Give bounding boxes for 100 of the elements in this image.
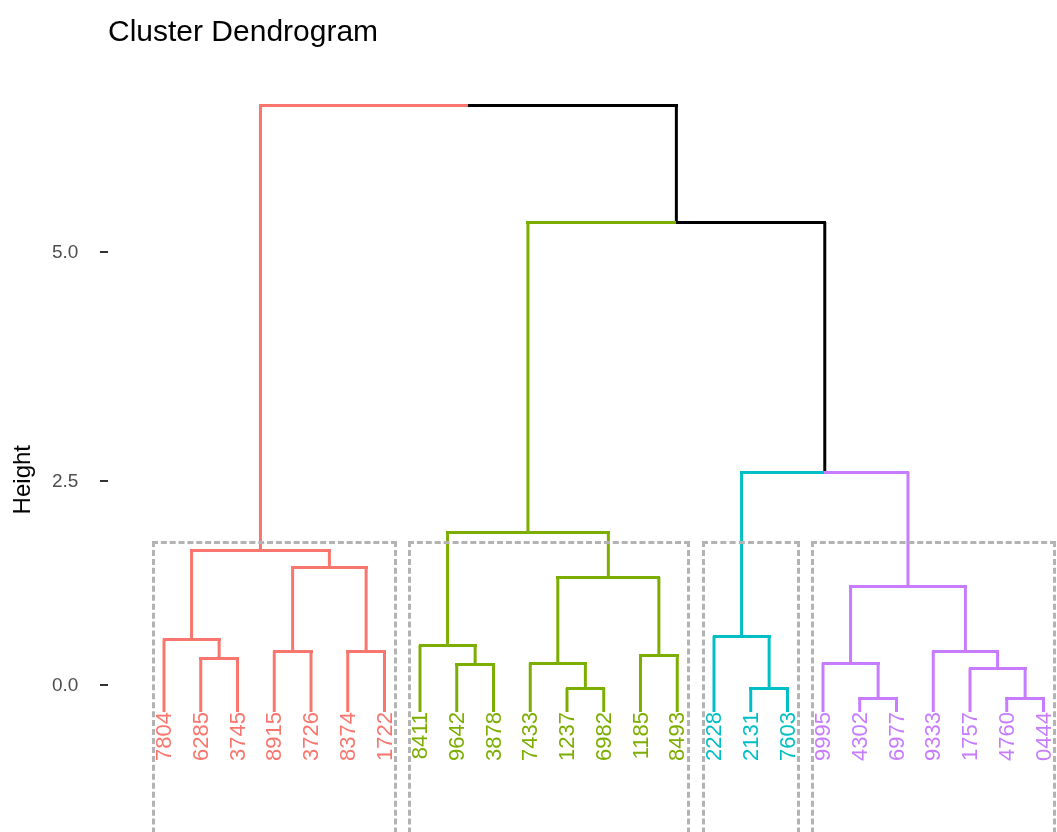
leaf-label: 0444	[1032, 712, 1055, 761]
leaf-label: 3726	[300, 712, 322, 761]
leaf-label: 3878	[482, 712, 505, 761]
merge-bar	[162, 637, 221, 641]
dendrogram-branch	[823, 222, 827, 472]
leaf-label: 6982	[592, 712, 615, 761]
merge-bar	[968, 666, 1027, 670]
dendrogram-branch	[383, 651, 386, 712]
chart-title: Cluster Dendrogram	[108, 14, 379, 48]
merge-bar	[740, 470, 910, 474]
leaf-label: 8411	[409, 712, 431, 760]
axis-title: Height	[8, 445, 36, 515]
merge-bar	[346, 649, 386, 653]
merge-bar	[565, 686, 606, 690]
leaf-label: 7804	[153, 712, 175, 761]
merge-bar	[528, 661, 587, 665]
leaf-label: 9333	[922, 712, 945, 761]
dendrogram-branch	[712, 636, 716, 712]
dendrogram-branch	[258, 105, 262, 550]
merge-bar	[190, 548, 331, 552]
dendrogram-branch	[876, 663, 880, 698]
leaf-label: 6977	[885, 712, 908, 761]
dendrogram-branch	[740, 472, 744, 636]
merge-bar	[199, 656, 239, 660]
dendrogram-branch	[821, 663, 825, 712]
dendrogram-branch	[346, 651, 350, 712]
cluster-box	[702, 541, 800, 832]
dendrogram-branch	[162, 639, 166, 712]
dendrogram-branch	[309, 651, 313, 712]
dendrogram-branch	[565, 688, 569, 712]
dendrogram-branch	[1023, 668, 1027, 698]
merge-bar	[931, 649, 1000, 653]
merge-bar	[821, 661, 880, 665]
dendrogram-branch	[583, 663, 587, 688]
dendrogram-branch	[639, 655, 642, 712]
leaf-label: 7433	[519, 712, 542, 761]
merge-bar	[526, 220, 827, 224]
leaf-label: 8915	[263, 712, 286, 761]
cluster-box	[152, 541, 397, 832]
dendrogram-branch	[418, 645, 422, 712]
merge-bar	[258, 103, 678, 107]
dendrogram-branch	[674, 105, 678, 222]
dendrogram-branch	[767, 636, 771, 688]
dendrogram-branch	[556, 577, 560, 663]
leaf-label: 7603	[776, 712, 799, 761]
dendrogram-branch	[906, 472, 910, 586]
dendrogram-branch	[963, 586, 967, 651]
leaf-label: 1722	[373, 712, 396, 761]
leaf-label: 2131	[739, 712, 762, 761]
dendrogram-branch	[492, 664, 495, 712]
cluster-box	[811, 541, 1056, 832]
dendrogram-branch	[446, 532, 450, 645]
tick-label: 0.0	[52, 674, 79, 696]
merge-bar	[272, 649, 313, 653]
merge-bar	[455, 662, 495, 666]
dendrogram-branch	[675, 655, 679, 712]
dendrogram-branch	[528, 663, 532, 712]
leaf-label: 6285	[189, 712, 212, 761]
tick-label: 5.0	[52, 241, 79, 263]
leaf-label: 1237	[556, 712, 578, 761]
cluster-box	[408, 541, 690, 832]
dendrogram-branch	[272, 651, 276, 712]
dendrogram-branch	[236, 658, 239, 712]
merge-bar	[418, 643, 477, 647]
dendrogram-branch	[849, 586, 853, 663]
leaf-label: 1757	[959, 712, 981, 761]
leaf-label: 4302	[848, 712, 871, 761]
leaf-label: 4760	[995, 712, 1018, 761]
dendrogram-branch	[473, 645, 477, 664]
dendrogram-branch	[968, 668, 972, 712]
leaf-label: 8493	[666, 712, 689, 761]
dendrogram-branch	[657, 577, 661, 655]
tick-label: 2.5	[52, 470, 79, 492]
leaf-label: 9995	[812, 712, 834, 761]
merge-bar	[1005, 696, 1045, 700]
dendrogram-branch	[526, 222, 530, 532]
leaf-label: 3745	[226, 712, 249, 761]
leaf-label: 9642	[445, 712, 468, 761]
dendrogram-branch	[199, 658, 203, 712]
merge-bar	[446, 530, 610, 534]
leaf-label: 8374	[336, 712, 359, 761]
leaf-label: 1185	[629, 712, 652, 760]
dendrogram-branch	[786, 688, 789, 712]
dendrogram-branch	[291, 567, 295, 651]
merge-bar	[291, 565, 368, 569]
dendrogram-branch	[602, 688, 606, 712]
dendrogram-branch	[606, 532, 610, 577]
merge-bar	[849, 584, 967, 588]
leaf-label: 2228	[703, 712, 725, 761]
merge-bar	[858, 696, 898, 700]
merge-bar	[712, 634, 771, 638]
merge-bar	[639, 653, 679, 657]
dendrogram-branch	[364, 567, 368, 651]
dendrogram-branch	[190, 550, 194, 639]
dendrogram-branch	[931, 651, 935, 712]
merge-bar	[556, 575, 661, 579]
merge-bar	[749, 686, 789, 690]
dendrogram-branch	[749, 688, 753, 712]
dendrogram-branch	[455, 664, 459, 712]
dendrogram-branch	[217, 639, 221, 658]
